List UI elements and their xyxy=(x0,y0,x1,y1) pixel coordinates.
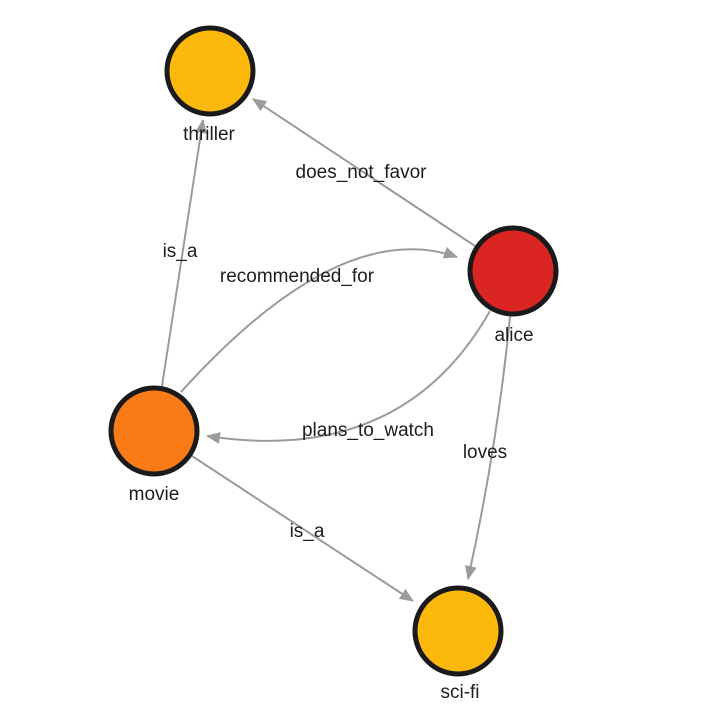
edge-movie-is_a-scifi xyxy=(191,455,414,602)
node-scifi-circle[interactable] xyxy=(412,585,504,677)
edge-movie-recommended_for-alice xyxy=(180,247,458,393)
node-alice-circle[interactable] xyxy=(467,225,559,317)
edge-group xyxy=(161,98,511,602)
node-scifi[interactable]: sci-fi xyxy=(412,585,504,703)
node-movie-label: movie xyxy=(129,484,180,505)
node-thriller-label: thriller xyxy=(183,124,235,145)
node-thriller[interactable]: thriller xyxy=(164,25,256,145)
edge-label-plans_to_watch: plans_to_watch xyxy=(302,420,434,441)
edge-alice-does_not_favor-thriller xyxy=(252,98,476,247)
edge-label-is_a-top: is_a xyxy=(163,241,198,262)
node-movie[interactable]: movie xyxy=(108,385,200,505)
node-alice[interactable]: alice xyxy=(467,225,559,346)
edge-alice-loves-scifi xyxy=(464,316,511,580)
edge-label-group: is_a does_not_favor recommended_for plan… xyxy=(163,162,508,542)
node-scifi-label: sci-fi xyxy=(440,682,479,703)
node-movie-circle[interactable] xyxy=(108,385,200,477)
node-thriller-circle[interactable] xyxy=(164,25,256,117)
node-group: thriller alice movie sci-fi xyxy=(108,25,559,703)
node-alice-label: alice xyxy=(494,325,533,346)
edge-alice-plans_to_watch-movie xyxy=(206,310,491,444)
edge-movie-is_a-thriller xyxy=(161,119,207,387)
edge-label-does_not_favor: does_not_favor xyxy=(296,162,428,183)
edge-label-recommended_for: recommended_for xyxy=(220,266,375,287)
edge-label-loves: loves xyxy=(463,442,507,463)
edge-label-is_a-bottom: is_a xyxy=(290,521,325,542)
